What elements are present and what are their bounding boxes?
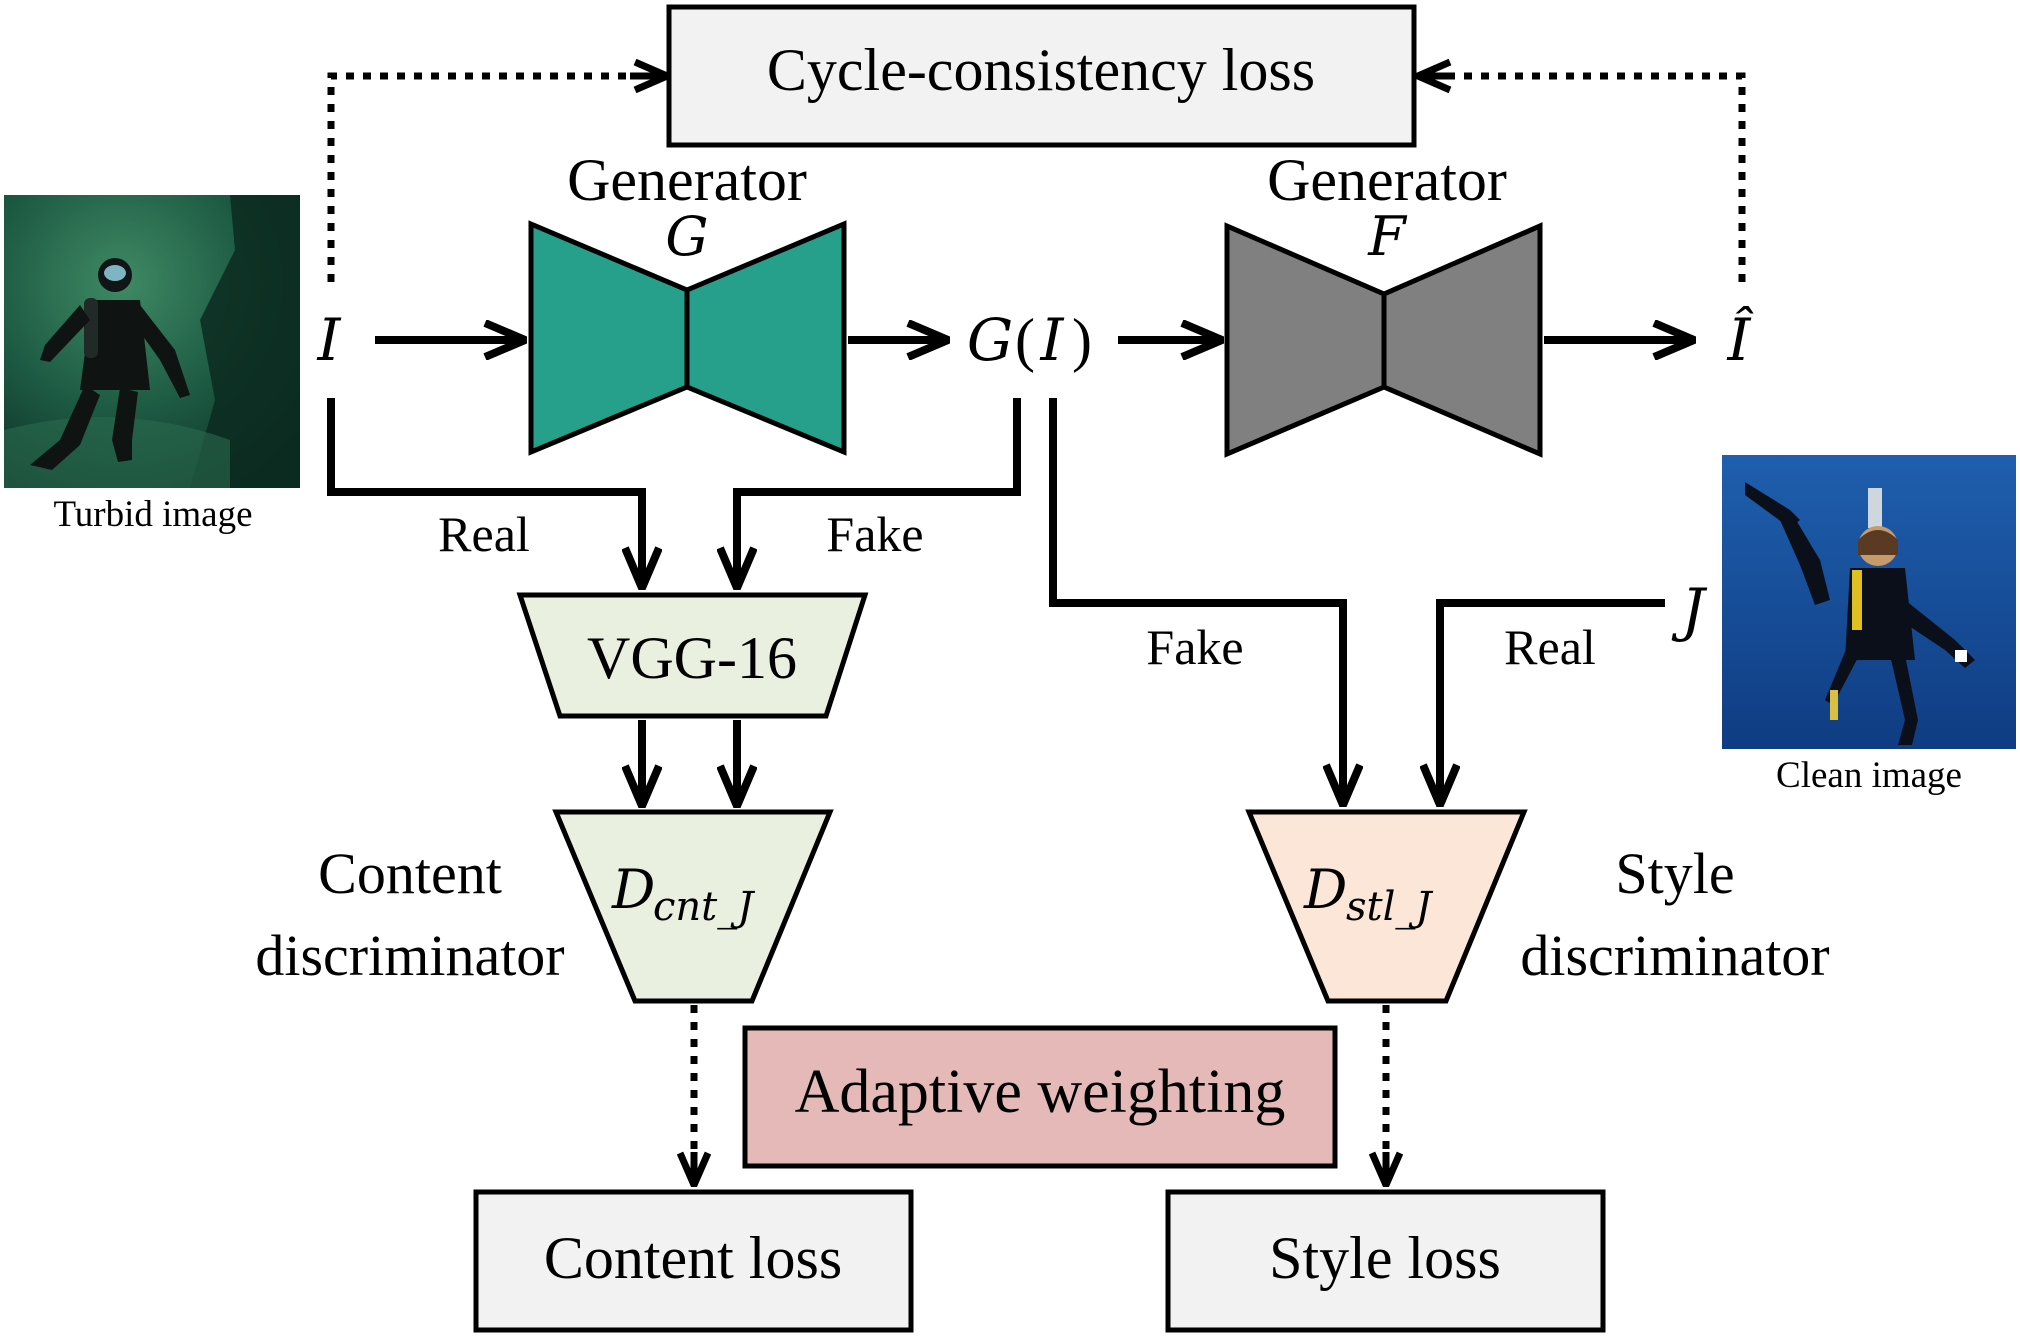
turbid-image-caption: Turbid image xyxy=(53,494,252,535)
arrow-real-to-style-disc xyxy=(1440,599,1665,805)
content-discriminator-name-line2: discriminator xyxy=(255,923,564,988)
generator-g-title: Generator xyxy=(567,147,807,213)
content-loss-box xyxy=(473,1189,914,1333)
vgg16-label: VGG-16 xyxy=(587,625,797,691)
clean-diver-figure xyxy=(1745,482,1975,745)
content-loss-label: Content loss xyxy=(544,1225,842,1291)
generator-g-encoder xyxy=(528,220,690,456)
arrow-real-to-vgg xyxy=(327,398,642,588)
gi-symbol-open-paren: ( xyxy=(1015,307,1035,373)
turbid-image-photo xyxy=(4,195,300,488)
style-loss-box xyxy=(1165,1189,1606,1333)
content-discriminator-name-line1: Content xyxy=(318,841,502,906)
edge-label-real-left: Real xyxy=(438,506,530,562)
clean-image-caption: Clean image xyxy=(1776,755,1962,796)
style-discriminator-symbol-d: D xyxy=(1303,858,1347,921)
edge-label-fake-right: Fake xyxy=(1146,619,1243,675)
content-discriminator-symbol-d: D xyxy=(611,858,655,921)
reconstructed-symbol: Î xyxy=(1727,306,1755,374)
style-loss-label: Style loss xyxy=(1269,1225,1501,1291)
clean-image-symbol-j: J xyxy=(1671,576,1707,644)
content-discriminator-block xyxy=(552,809,834,1004)
generator-f-symbol: F xyxy=(1367,205,1408,268)
style-discriminator-symbol-sub: stl_J xyxy=(1346,884,1433,930)
cycle-output-dotted-line xyxy=(1455,72,1746,282)
adaptive-weighting-label: Adaptive weighting xyxy=(795,1058,1286,1126)
style-discriminator-name-line2: discriminator xyxy=(1520,923,1829,988)
cycle-input-dotted-line xyxy=(327,72,630,282)
gi-symbol-i: I xyxy=(1040,306,1065,374)
generator-f-decoder xyxy=(1381,222,1543,458)
cycle-consistency-loss-label: Cycle-consistency loss xyxy=(767,37,1315,103)
arrow-fake-to-style-disc xyxy=(1049,398,1343,805)
generator-f-encoder xyxy=(1224,222,1387,458)
clean-image-photo xyxy=(1722,455,2016,749)
style-discriminator-name-line1: Style xyxy=(1615,841,1734,906)
content-discriminator-symbol-sub: cnt_J xyxy=(653,884,755,930)
style-discriminator-block xyxy=(1245,809,1528,1004)
input-symbol-i: I xyxy=(317,306,342,374)
edge-label-fake-left: Fake xyxy=(826,506,923,562)
generator-g-symbol: G xyxy=(665,205,708,268)
turbid-diver-figure xyxy=(30,258,190,470)
gi-symbol-g: G xyxy=(967,306,1013,374)
edge-label-real-right: Real xyxy=(1504,619,1596,675)
gi-symbol-close-paren: ) xyxy=(1072,307,1092,373)
generator-g-decoder xyxy=(684,220,847,456)
vgg16-block xyxy=(516,592,869,719)
arrow-fake-to-vgg xyxy=(737,398,1021,588)
adaptive-weighting-box xyxy=(742,1025,1338,1169)
generator-f-title: Generator xyxy=(1267,147,1507,213)
cycle-consistency-loss-box xyxy=(666,4,1417,148)
